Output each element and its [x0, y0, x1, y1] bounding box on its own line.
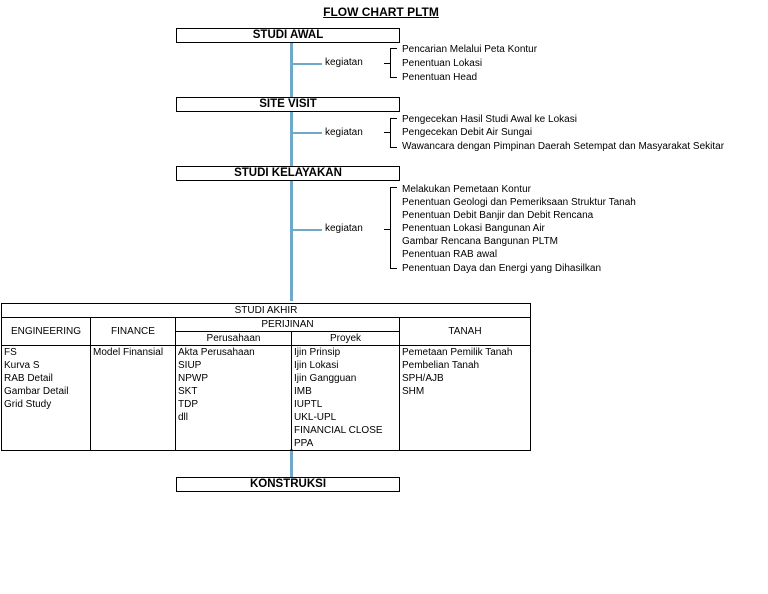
kegiatan-label-2: kegiatan: [325, 127, 363, 138]
kegiatan-label-3: kegiatan: [325, 223, 363, 234]
activity-item: Pencarian Melalui Peta Kontur: [402, 44, 538, 55]
perusahaan-item: dll: [178, 412, 189, 423]
engineering-item: Kurva S: [4, 360, 40, 371]
proyek-item: PPA: [294, 438, 314, 449]
tanah-item: SPH/AJB: [402, 373, 444, 384]
header-tanah: TANAH: [399, 317, 531, 346]
chart-title: FLOW CHART PLTM: [323, 5, 439, 19]
perusahaan-item: SKT: [178, 386, 198, 397]
activity-item: Pengecekan Debit Air Sungai: [402, 127, 533, 138]
connector-3: [290, 181, 293, 301]
activity-item: Penentuan Lokasi Bangunan Air: [402, 223, 545, 234]
stage-konstruksi: KONSTRUKSI: [176, 477, 400, 492]
proyek-item: UKL-UPL: [294, 412, 337, 423]
activity-item: Pengecekan Hasil Studi Awal ke Lokasi: [402, 114, 577, 125]
activity-item: Penentuan Lokasi: [402, 58, 483, 69]
header-perusahaan: Perusahaan: [175, 331, 292, 346]
proyek-item: IUPTL: [294, 399, 323, 410]
engineering-item: Grid Study: [4, 399, 52, 410]
perusahaan-item: SIUP: [178, 360, 202, 371]
proyek-item: Ijin Prinsip: [294, 347, 341, 358]
header-finance: FINANCE: [90, 317, 176, 346]
stage-studi-awal: STUDI AWAL: [176, 28, 400, 43]
branch-1: [292, 63, 322, 65]
activity-item: Penentuan Daya dan Energi yang Dihasilka…: [402, 263, 602, 274]
proyek-item: Ijin Gangguan: [294, 373, 357, 384]
perusahaan-item: NPWP: [178, 373, 208, 384]
bracket-3: [390, 187, 397, 269]
header-engineering: ENGINEERING: [1, 317, 91, 346]
bracket-2: [390, 118, 397, 148]
perusahaan-item: Akta Perusahaan: [178, 347, 255, 358]
engineering-item: FS: [4, 347, 17, 358]
finance-list: Model Finansial: [90, 345, 176, 451]
studi-akhir-table: STUDI AKHIR ENGINEERING FINANCE PERIJINA…: [1, 303, 531, 451]
connector-2: [290, 112, 293, 167]
connector-1: [290, 43, 293, 98]
header-proyek: Proyek: [291, 331, 400, 346]
activity-item: Wawancara dengan Pimpinan Daerah Setempa…: [402, 141, 725, 152]
bracket-tick-3: [384, 229, 390, 230]
activity-item: Gambar Rencana Bangunan PLTM: [402, 236, 559, 247]
perusahaan-list: Akta Perusahaan SIUP NPWP SKT TDP dll: [175, 345, 292, 451]
header-perijinan: PERIJINAN: [175, 317, 400, 332]
activity-item: Penentuan Debit Banjir dan Debit Rencana: [402, 210, 594, 221]
activity-item: Penentuan Head: [402, 72, 478, 83]
proyek-item: IMB: [294, 386, 312, 397]
bracket-tick-2: [384, 132, 390, 133]
studi-akhir-title: STUDI AKHIR: [1, 303, 531, 318]
tanah-list: Pemetaan Pemilik Tanah Pembelian Tanah S…: [399, 345, 531, 451]
proyek-list: Ijin Prinsip Ijin Lokasi Ijin Gangguan I…: [291, 345, 400, 451]
stage-studi-kelayakan: STUDI KELAYAKAN: [176, 166, 400, 181]
engineering-item: Gambar Detail: [4, 386, 69, 397]
activity-item: Penentuan RAB awal: [402, 249, 498, 260]
connector-4: [290, 449, 293, 477]
bracket-tick-1: [384, 63, 390, 64]
proyek-item: FINANCIAL CLOSE: [294, 425, 383, 436]
tanah-item: Pembelian Tanah: [402, 360, 480, 371]
perusahaan-item: TDP: [178, 399, 198, 410]
activity-item: Melakukan Pemetaan Kontur: [402, 184, 531, 195]
tanah-item: Pemetaan Pemilik Tanah: [402, 347, 513, 358]
proyek-item: Ijin Lokasi: [294, 360, 339, 371]
branch-2: [292, 132, 322, 134]
kegiatan-label-1: kegiatan: [325, 57, 363, 68]
engineering-list: FS Kurva S RAB Detail Gambar Detail Grid…: [1, 345, 91, 451]
finance-item: Model Finansial: [93, 347, 164, 358]
bracket-1: [390, 48, 397, 78]
branch-3: [292, 229, 322, 231]
activity-item: Penentuan Geologi dan Pemeriksaan Strukt…: [402, 197, 636, 208]
stage-site-visit: SITE VISIT: [176, 97, 400, 112]
engineering-item: RAB Detail: [4, 373, 53, 384]
tanah-item: SHM: [402, 386, 425, 397]
